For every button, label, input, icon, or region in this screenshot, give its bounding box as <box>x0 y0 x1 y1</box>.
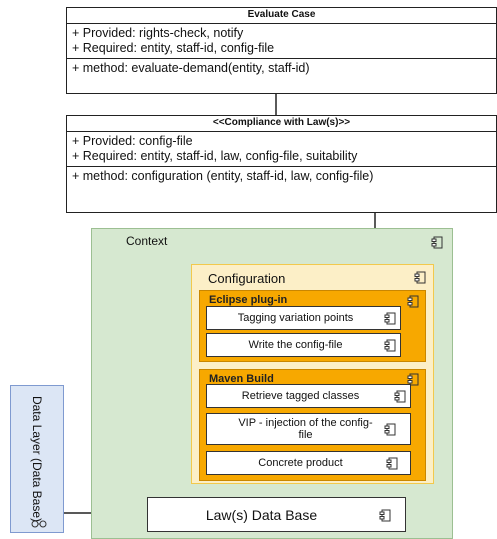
context-label: Context <box>126 234 168 248</box>
retrieve-tagged-classes-label: Retrieve tagged classes <box>241 390 360 402</box>
component-icon <box>394 390 406 403</box>
evaluate-case-required: + Required: entity, staff-id, config-fil… <box>72 41 275 55</box>
component-icon <box>379 509 391 522</box>
concrete-product-label: Concrete product <box>258 457 343 469</box>
vip-injection-component: VIP - injection of the config-file <box>206 413 411 445</box>
compliance-provided: + Provided: config-file <box>72 134 193 148</box>
component-icon <box>407 295 419 308</box>
configuration-label: Configuration <box>208 271 286 286</box>
retrieve-tagged-classes-component: Retrieve tagged classes <box>206 384 411 408</box>
evaluate-case-interfaces: + Provided: rights-check, notify + Requi… <box>67 24 496 59</box>
interface-icon <box>31 520 47 528</box>
law-database-label: Law(s) Data Base <box>205 506 318 523</box>
compliance-component: <<Compliance with Law(s)>> + Provided: c… <box>66 115 497 213</box>
eclipse-plugin-label: Eclipse plug-in <box>209 294 288 306</box>
evaluate-case-method: + method: evaluate-demand(entity, staff-… <box>72 61 310 75</box>
tagging-variation-points-component: Tagging variation points <box>206 306 401 330</box>
concrete-product-component: Concrete product <box>206 451 411 475</box>
vip-injection-label: VIP - injection of the config-file <box>238 417 373 441</box>
data-layer-label: Data Layer (Data Base) <box>30 395 44 523</box>
component-icon <box>384 423 396 436</box>
component-icon <box>384 312 396 325</box>
law-database-component: Law(s) Data Base <box>147 497 406 532</box>
maven-build-label: Maven Build <box>209 373 274 385</box>
compliance-method: + method: configuration (entity, staff-i… <box>72 169 374 183</box>
evaluate-case-title: Evaluate Case <box>67 8 496 24</box>
data-layer-component: Data Layer (Data Base) <box>10 385 64 533</box>
component-icon <box>407 373 419 386</box>
evaluate-case-component: Evaluate Case + Provided: rights-check, … <box>66 7 497 94</box>
write-config-file-label: Write the config-file <box>248 339 343 351</box>
write-config-file-component: Write the config-file <box>206 333 401 357</box>
tagging-variation-points-label: Tagging variation points <box>237 312 354 324</box>
compliance-interfaces: + Provided: config-file + Required: enti… <box>67 132 496 167</box>
compliance-title: <<Compliance with Law(s)>> <box>67 116 496 132</box>
component-icon <box>386 457 398 470</box>
evaluate-case-provided: + Provided: rights-check, notify <box>72 26 244 40</box>
component-icon <box>431 236 443 249</box>
component-icon <box>384 339 396 352</box>
component-icon <box>414 271 426 284</box>
compliance-required: + Required: entity, staff-id, law, confi… <box>72 149 358 163</box>
